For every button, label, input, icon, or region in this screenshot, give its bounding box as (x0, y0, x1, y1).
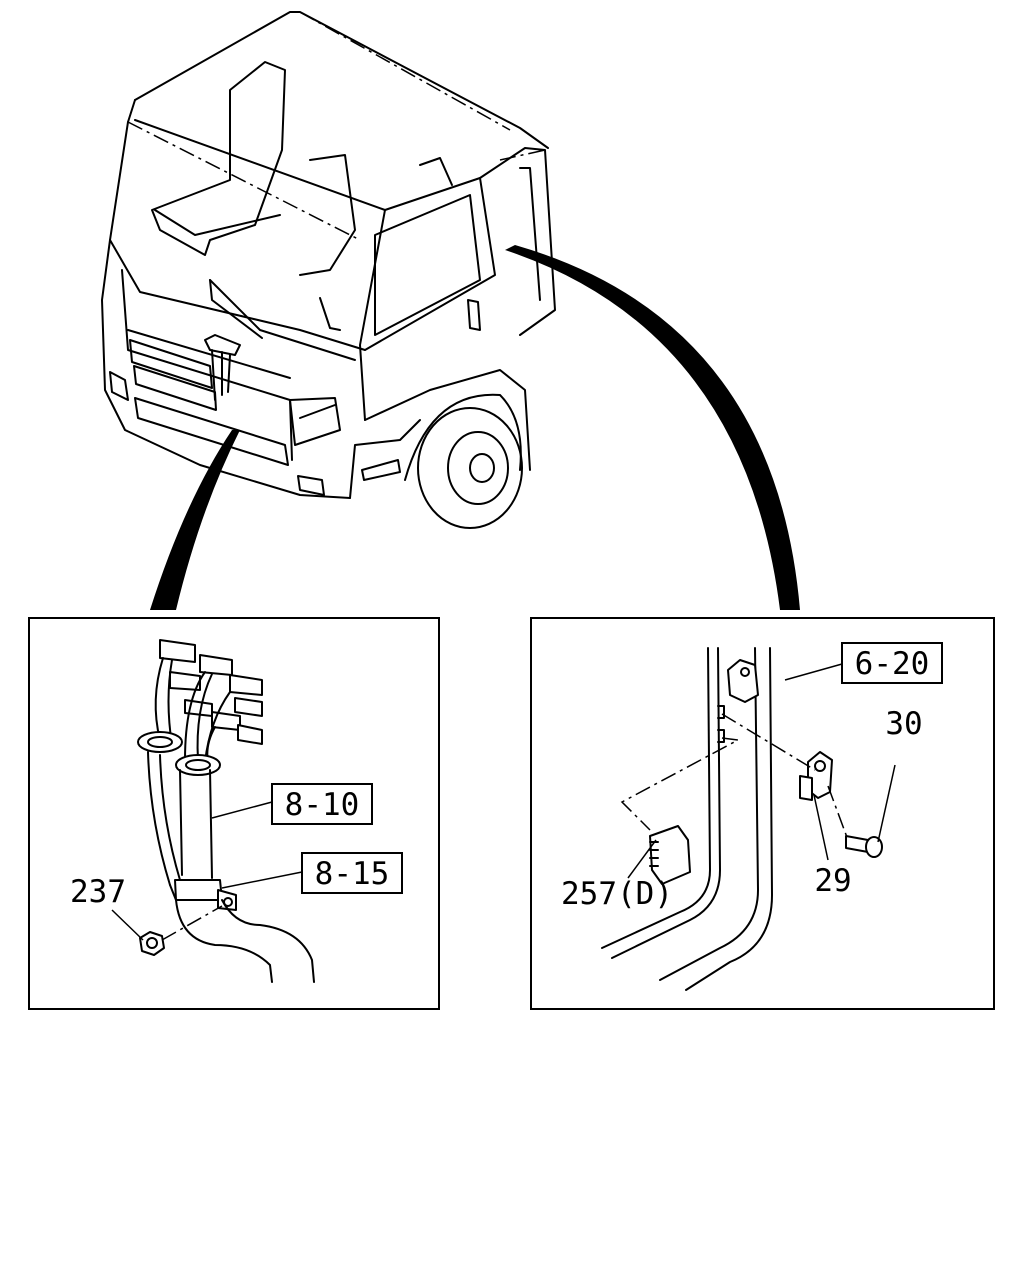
part-label-237: 237 (70, 874, 126, 910)
callout-sweep-left (150, 430, 240, 610)
part-label-30: 30 (885, 706, 922, 742)
leader-257d (627, 839, 657, 879)
harness-detail (137, 639, 315, 983)
leader-30 (877, 764, 896, 843)
detail-box-left (28, 617, 440, 1010)
ref-box-8-15 (301, 852, 403, 894)
leader-8-15 (221, 871, 303, 889)
ref-label-8-10: 8-10 (285, 787, 360, 823)
callout-sweep-right (505, 245, 800, 610)
leader-237 (111, 909, 144, 941)
ref-label-8-15: 8-15 (315, 856, 390, 892)
door-frame-detail (601, 647, 883, 991)
leader-29 (813, 794, 829, 861)
detail-box-right (530, 617, 995, 1010)
part-label-257d: 257(D) (561, 876, 673, 912)
ref-box-8-10 (271, 783, 373, 825)
ref-label-6-20: 6-20 (855, 646, 930, 682)
truck-cab-illustration (101, 11, 556, 529)
ref-box-6-20 (841, 642, 943, 684)
leader-6-20 (784, 663, 843, 681)
leader-8-10 (211, 801, 273, 819)
part-label-29: 29 (814, 863, 851, 899)
